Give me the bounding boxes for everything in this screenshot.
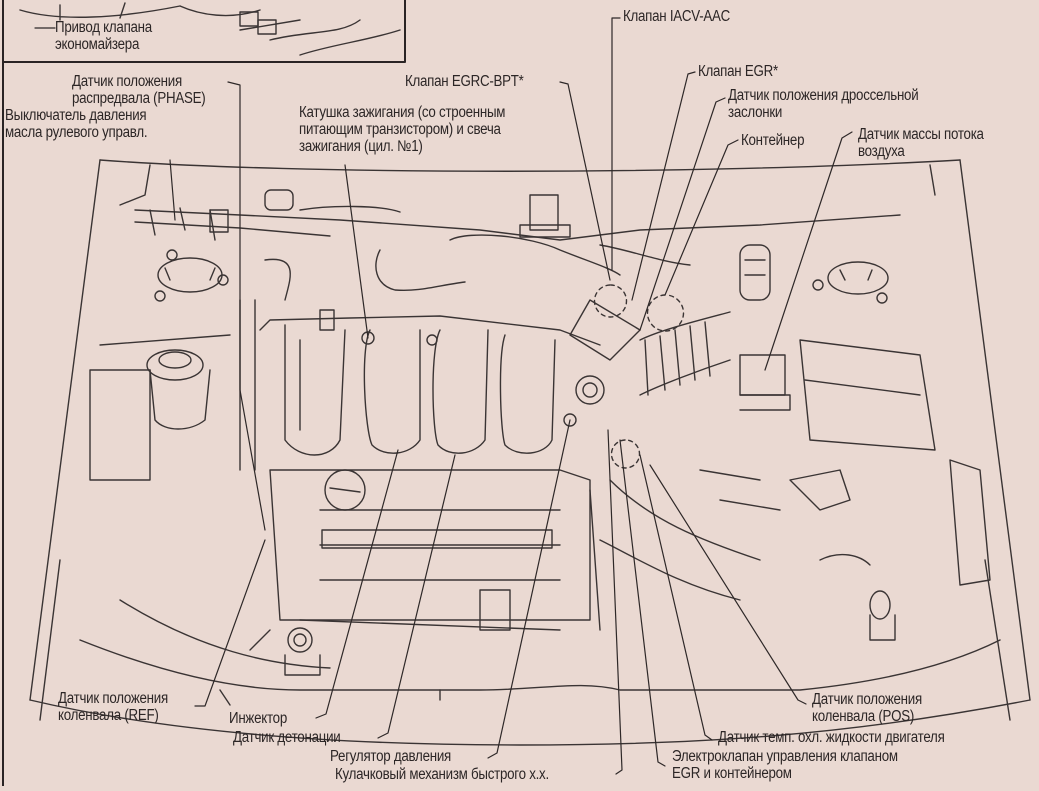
leader-egr-solenoid <box>619 439 666 767</box>
label-canister: Контейнер <box>741 132 805 149</box>
leader-ps-switch <box>169 159 176 221</box>
label-egrc-bpt-valve: Клапан EGRC-BPT* <box>405 73 524 90</box>
label-iacv-aac-valve: Клапан IACV-AAC <box>623 8 731 25</box>
label-injector: Инжектор <box>229 710 287 727</box>
leader-fast-idle-cam <box>607 429 623 775</box>
leader-canister <box>664 139 739 296</box>
label-ignition-coil: Катушка зажигания (со строенным питающим… <box>299 104 506 155</box>
throttle-body <box>563 284 731 469</box>
label-fast-idle-cam: Кулачковый механизм быстрого х.х. <box>335 766 549 783</box>
intake-manifold <box>239 258 601 471</box>
cowl-wiring <box>134 189 901 292</box>
inset-box <box>2 0 406 63</box>
label-mass-airflow-sensor: Датчик массы потока воздуха <box>858 126 984 160</box>
leader-egr-valve <box>631 71 696 301</box>
lower-crossmember <box>79 599 1001 706</box>
leader-lines <box>34 17 853 775</box>
engine-block <box>249 469 761 676</box>
leader-throttle-sensor <box>639 97 726 331</box>
engine-bay-outline <box>29 159 1031 746</box>
label-egr-canister-solenoid: Электроклапан управления клапаном EGR и … <box>672 748 898 782</box>
leader-iacv-aac <box>611 17 621 271</box>
label-camshaft-position-sensor: Датчик положения распредвала (PHASE) <box>72 73 206 107</box>
label-crankshaft-sensor-pos: Датчик положения коленвала (POS) <box>812 691 922 725</box>
label-crankshaft-sensor-ref: Датчик положения коленвала (REF) <box>58 690 168 724</box>
label-egr-valve: Клапан EGR* <box>698 63 778 80</box>
air-cleaner <box>739 244 936 451</box>
leader-ignition-coil <box>344 164 369 339</box>
leader-crank-pos <box>649 464 807 705</box>
leader-coolant-temp <box>639 454 713 741</box>
leader-pressure-regulator <box>487 419 571 759</box>
right-components <box>699 459 991 641</box>
leader-crank-ref <box>194 539 266 707</box>
leader-injector <box>315 449 399 719</box>
leader-knock-sensor <box>377 454 456 739</box>
leader-camshaft-sensor <box>227 81 266 531</box>
right-strut-tower <box>812 261 889 304</box>
reservoir <box>89 334 231 481</box>
leader-maf <box>764 131 853 371</box>
left-strut-tower <box>154 249 229 302</box>
label-knock-sensor: Датчик детонации <box>233 729 341 746</box>
label-economizer-valve-actuator: Привод клапана экономайзера <box>55 19 152 53</box>
label-coolant-temp-sensor: Датчик темп. охл. жидкости двигателя <box>718 729 945 746</box>
label-ps-oil-pressure-switch: Выключатель давления масла рулевого упра… <box>5 107 148 141</box>
label-pressure-regulator: Регулятор давления <box>330 748 451 765</box>
label-throttle-position-sensor: Датчик положения дроссельной заслонки <box>728 87 919 121</box>
leader-egrc-bpt <box>559 81 611 281</box>
